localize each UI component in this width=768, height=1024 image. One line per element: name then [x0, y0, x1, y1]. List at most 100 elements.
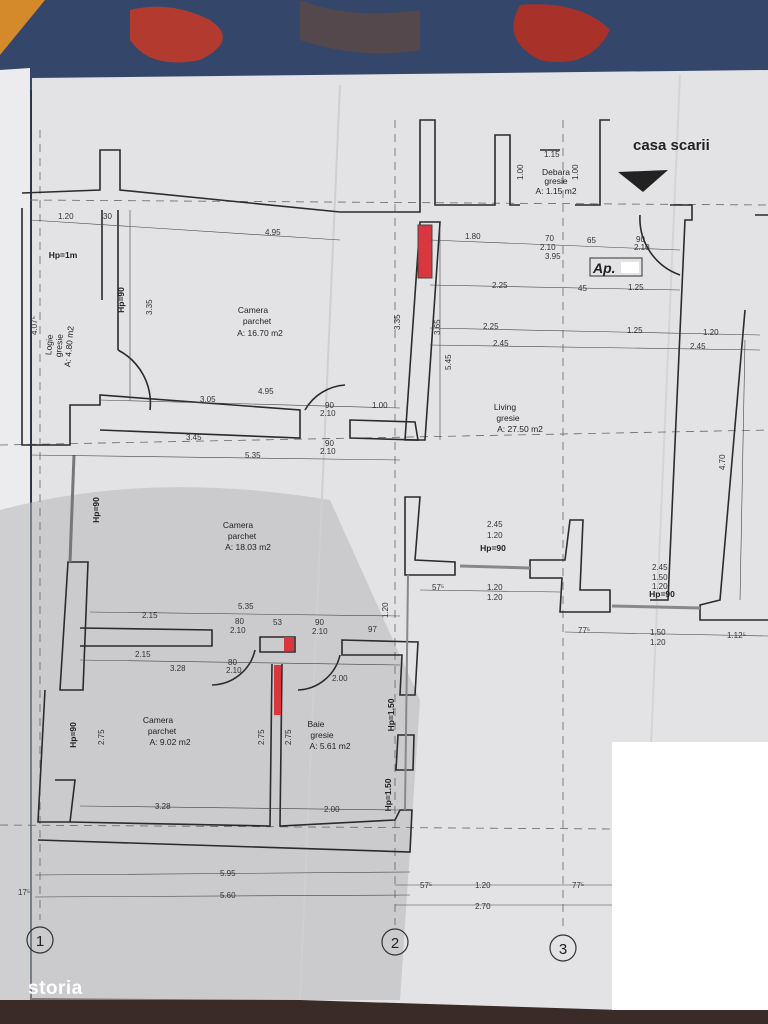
room-area: A: 9.02 m2: [149, 737, 190, 747]
room-floor: gresie: [310, 730, 333, 740]
dimension-label: 2.10: [226, 666, 242, 675]
dimension-labels: 1.20 30 4.95 1.80 70 2.10 65 90 2.10 3.9…: [18, 150, 746, 911]
dimension-label: 2.10: [312, 627, 328, 636]
room-floor: gresie: [53, 333, 65, 357]
dimension-label: 4.07⁵: [30, 316, 39, 335]
sill-height-note: Hp=90: [649, 589, 675, 599]
dimension-label: 2.45: [487, 520, 503, 529]
dimension-label: 3.28: [155, 802, 171, 811]
dimension-label: 70: [545, 234, 554, 243]
dimension-label: 2.25: [492, 281, 508, 290]
dimension-label: 5.35: [238, 602, 254, 611]
room-name: Camera: [238, 305, 269, 315]
room-area: A: 18.03 m2: [225, 542, 271, 552]
room-logie: Logie gresie A: 4.80 m2: [43, 325, 76, 367]
sill-height-note: Hp=1.50: [383, 778, 393, 811]
dimension-label: 2.10: [320, 409, 336, 418]
dimension-label: 1.80: [465, 232, 481, 241]
dimension-label: 77⁵: [572, 881, 584, 890]
dimension-label: 1.12⁵: [727, 631, 746, 640]
axis-label: 3: [559, 941, 567, 958]
dimension-lines: [29, 210, 768, 906]
dimension-label: 1.20: [475, 881, 491, 890]
parapet-height-note: Hp=1m: [49, 250, 78, 260]
dimension-label: 1.20: [703, 328, 719, 337]
sill-height-note: Hp=90: [91, 497, 101, 523]
dimension-label: 65: [587, 236, 596, 245]
dimension-label: 1.50: [650, 628, 666, 637]
dimension-label: 90: [315, 618, 324, 627]
dimension-label: 1.00: [516, 164, 525, 180]
dimension-label: 2.15: [135, 650, 151, 659]
dimension-label: 2.75: [257, 729, 266, 745]
dimension-label: 2.00: [332, 674, 348, 683]
dimension-label: 3.95: [545, 252, 561, 261]
axis-label: 1: [36, 933, 44, 950]
dimension-label: 5.45: [444, 354, 453, 370]
dimension-label: 1.20: [487, 531, 503, 540]
dimension-label: 1.25: [627, 326, 643, 335]
room-debara: Debara gresie A: 1.15 m2: [535, 167, 576, 196]
dimension-label: 30: [103, 212, 112, 221]
sill-height-note: Hp=1.50: [386, 698, 396, 731]
room-name: Logie: [43, 334, 55, 356]
dimension-label: 5.95: [220, 869, 236, 878]
dimension-label: 1.20: [487, 583, 503, 592]
dimension-label: 2.70: [475, 902, 491, 911]
room-name: Living: [494, 402, 516, 412]
dimension-label: 2.10: [540, 243, 556, 252]
room-living: Living gresie A: 27.50 m2: [494, 402, 543, 434]
shadow: [0, 487, 420, 1001]
dimension-label: 2.45: [493, 339, 509, 348]
room-floor: gresie: [544, 176, 567, 186]
axis-marker-3: 3: [549, 934, 577, 962]
dimension-label: 57⁵: [432, 583, 444, 592]
room-floor: gresie: [496, 413, 519, 423]
dimension-label: 3.65: [433, 319, 442, 335]
redacted-apartment-number: [621, 262, 639, 273]
dimension-label: 90: [325, 401, 334, 410]
dimension-label: 1.20: [487, 593, 503, 602]
dimension-label: 2.75: [284, 729, 293, 745]
dimension-label: 1.50: [652, 573, 668, 582]
dimension-label: 2.10: [634, 243, 650, 252]
dimension-label: 2.75: [97, 729, 106, 745]
red-wall-segment: [274, 665, 281, 715]
axis-marker-1: 1: [26, 926, 54, 954]
redaction-box: [612, 742, 768, 1010]
room-camera-18: Camera parchet A: 18.03 m2: [223, 520, 271, 552]
rug-pattern: [300, 0, 420, 54]
storia-watermark-logo: storia: [28, 978, 83, 999]
dimension-label: 3.28: [170, 664, 186, 673]
dimension-label: 45: [578, 284, 587, 293]
apartment-label: Ap.: [592, 260, 616, 276]
stairwell-label: casa scarii: [633, 137, 710, 154]
dimension-label: 1.20: [381, 602, 390, 618]
dimension-label: 90: [325, 439, 334, 448]
red-wall-segment: [417, 224, 433, 279]
dimension-label: 5.35: [245, 451, 261, 460]
dimension-label: 1.00: [372, 401, 388, 410]
room-name: Camera: [223, 520, 254, 530]
dimension-label: 3.45: [186, 433, 202, 442]
apartment-label-box: [589, 257, 643, 277]
room-name: Debara: [542, 167, 570, 177]
dimension-label: 80: [228, 658, 237, 667]
room-area: A: 4.80 m2: [62, 325, 76, 367]
dimension-label: 2.15: [142, 611, 158, 620]
dimension-label: 4.70: [718, 454, 727, 470]
room-baie: Baie gresie A: 5.61 m2: [307, 719, 350, 751]
dimension-label: 1.15: [544, 150, 560, 159]
dimension-label: 3.05: [200, 395, 216, 404]
room-floor: parchet: [243, 316, 272, 326]
dimension-label: 1.25: [628, 283, 644, 292]
room-area: A: 16.70 m2: [237, 328, 283, 338]
dimension-label: 3.35: [393, 314, 402, 330]
dimension-label: 1.20: [58, 212, 74, 221]
dimension-label: 2.45: [690, 342, 706, 351]
dimension-label: 2.45: [652, 563, 668, 572]
dimension-label: 2.25: [483, 322, 499, 331]
room-area: A: 1.15 m2: [535, 186, 576, 196]
room-name: Baie: [307, 719, 324, 729]
